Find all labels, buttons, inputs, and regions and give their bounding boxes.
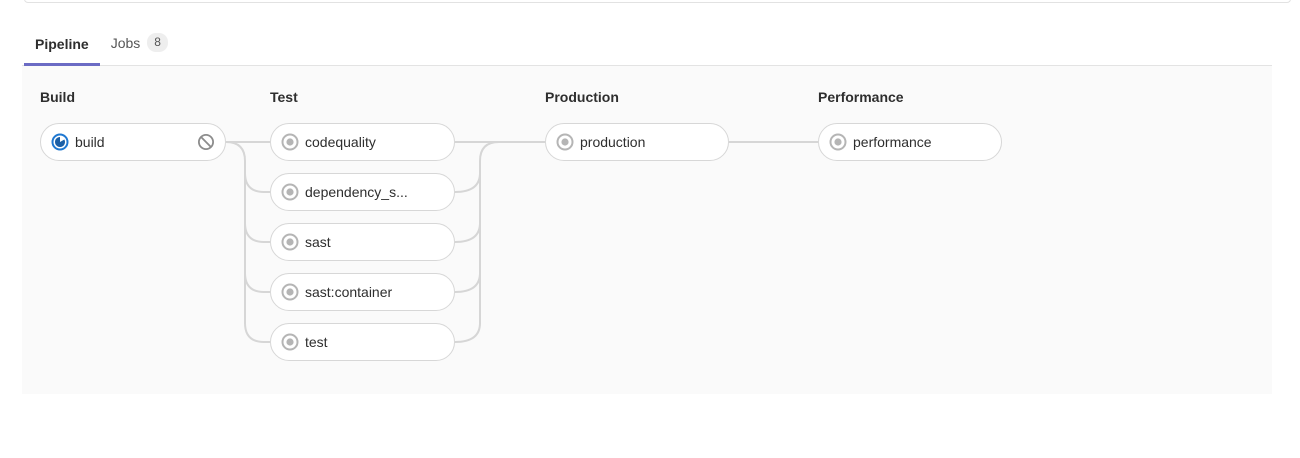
pipeline-tab-bar: Pipeline Jobs 8 (22, 0, 1272, 66)
tab-jobs-label: Jobs (110, 34, 141, 51)
cancel-job-button[interactable] (196, 132, 216, 152)
running-status-icon (51, 133, 69, 151)
created-status-icon (829, 133, 847, 151)
tab-pipeline-label: Pipeline (35, 36, 89, 52)
job-label: performance (853, 134, 932, 150)
job-pill-sast-container[interactable]: sast:container (270, 273, 455, 311)
created-status-icon (281, 333, 299, 351)
job-label: test (305, 334, 328, 350)
job-label: production (580, 134, 646, 150)
job-pill-codequality[interactable]: codequality (270, 123, 455, 161)
created-status-icon (281, 283, 299, 301)
stage-title: Production (545, 89, 619, 105)
job-pill-performance[interactable]: performance (818, 123, 1002, 161)
tab-jobs[interactable]: Jobs 8 (100, 23, 179, 65)
stage-title: Performance (818, 89, 904, 105)
ban-icon (198, 134, 214, 150)
stage-column-performance: Performance performance (818, 89, 1002, 161)
job-label: sast (305, 234, 331, 250)
created-status-icon (281, 133, 299, 151)
stage-column-production: Production production (545, 89, 729, 161)
created-status-icon (281, 183, 299, 201)
job-pill-production[interactable]: production (545, 123, 729, 161)
job-pill-test[interactable]: test (270, 323, 455, 361)
job-pill-dependency-scanning[interactable]: dependency_s... (270, 173, 455, 211)
tab-pipeline[interactable]: Pipeline (24, 26, 100, 66)
job-pill-sast[interactable]: sast (270, 223, 455, 261)
pipeline-graph-panel: Build build (22, 66, 1272, 394)
jobs-count-badge: 8 (147, 33, 168, 52)
job-pill-build[interactable]: build (40, 123, 226, 161)
stage-title: Test (270, 89, 298, 105)
created-status-icon (556, 133, 574, 151)
job-label: build (75, 134, 105, 150)
stage-column-build: Build build (40, 89, 226, 161)
created-status-icon (281, 233, 299, 251)
stage-column-test: Test codequality depen (270, 89, 455, 361)
job-label: dependency_s... (305, 184, 408, 200)
job-label: sast:container (305, 284, 393, 300)
job-label: codequality (305, 134, 376, 150)
stage-title: Build (40, 89, 75, 105)
